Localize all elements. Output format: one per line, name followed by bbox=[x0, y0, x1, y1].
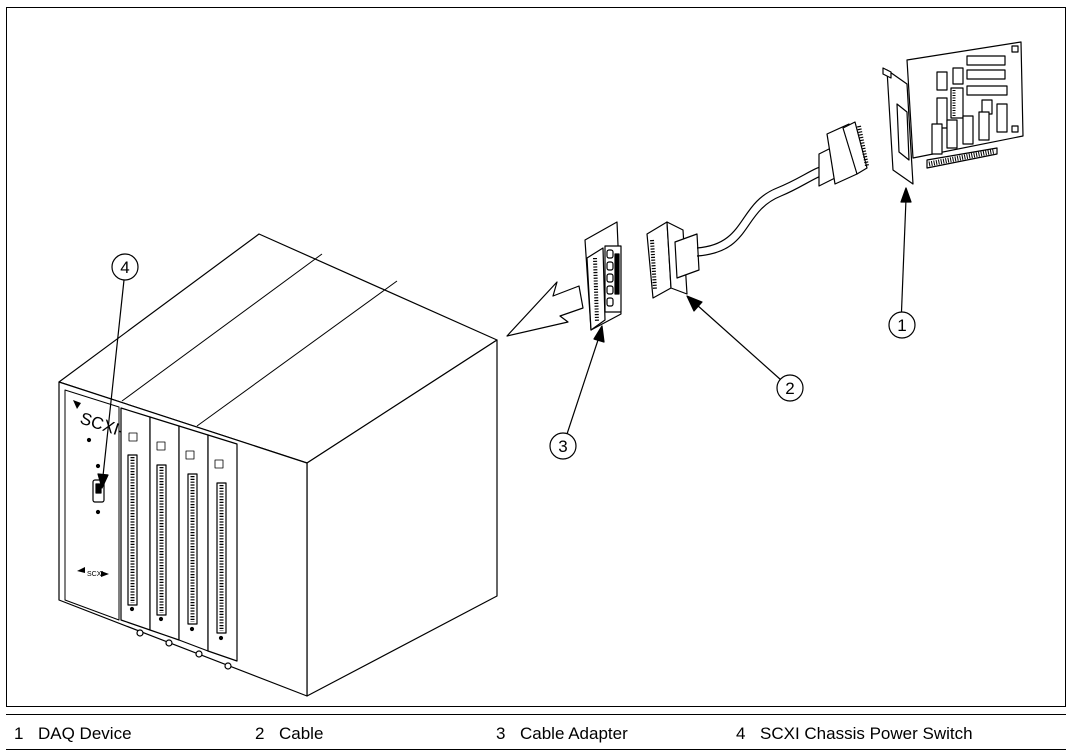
legend-number: 3 bbox=[496, 724, 520, 744]
daq-device bbox=[883, 42, 1023, 184]
cable-adapter bbox=[585, 222, 621, 330]
chassis-module-3 bbox=[179, 426, 208, 657]
legend-label: SCXI Chassis Power Switch bbox=[760, 724, 973, 743]
legend-label: DAQ Device bbox=[38, 724, 132, 743]
callout-number: 1 bbox=[897, 316, 906, 335]
callout-number: 2 bbox=[785, 379, 794, 398]
callout-1: 1 bbox=[889, 188, 915, 338]
callout-number: 3 bbox=[558, 437, 567, 456]
legend-number: 1 bbox=[14, 724, 38, 744]
chassis-module-1 bbox=[121, 408, 150, 636]
legend-number: 2 bbox=[255, 724, 279, 744]
connection-diagram: SCXI-1000 SCXI bbox=[7, 8, 1067, 708]
chassis-module-2 bbox=[150, 417, 179, 646]
callout-3: 3 bbox=[550, 326, 604, 459]
chassis-module-4 bbox=[208, 435, 237, 669]
cable bbox=[647, 122, 867, 298]
figure-frame: SCXI-1000 SCXI bbox=[6, 7, 1066, 707]
callout-2: 2 bbox=[687, 296, 803, 401]
legend-label: Cable Adapter bbox=[520, 724, 628, 743]
callout-number: 4 bbox=[120, 258, 129, 277]
legend-label: Cable bbox=[279, 724, 323, 743]
legend-number: 4 bbox=[736, 724, 760, 744]
direction-arrow-icon bbox=[507, 282, 583, 336]
chassis-brand-label: SCXI bbox=[87, 571, 103, 578]
scxi-chassis: SCXI-1000 SCXI bbox=[59, 234, 497, 696]
